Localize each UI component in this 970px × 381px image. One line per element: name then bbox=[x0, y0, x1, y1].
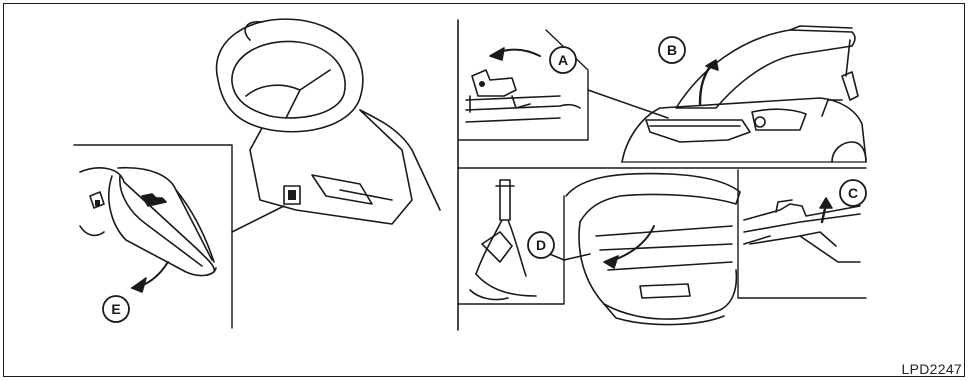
callout-b-label: B bbox=[667, 42, 677, 58]
callout-c: C bbox=[840, 180, 866, 206]
callout-b: B bbox=[659, 37, 685, 63]
callout-d-label: D bbox=[536, 237, 546, 253]
callout-d: D bbox=[528, 232, 554, 258]
callout-a: A bbox=[550, 47, 576, 73]
figure-code: LPD2247 bbox=[902, 361, 962, 377]
callout-e: E bbox=[103, 296, 129, 322]
engine-bay-scene bbox=[458, 170, 866, 325]
callout-a-label: A bbox=[558, 52, 568, 68]
interior-scene bbox=[74, 19, 440, 328]
callout-e-label: E bbox=[111, 301, 120, 317]
callout-c-label: C bbox=[848, 185, 858, 201]
